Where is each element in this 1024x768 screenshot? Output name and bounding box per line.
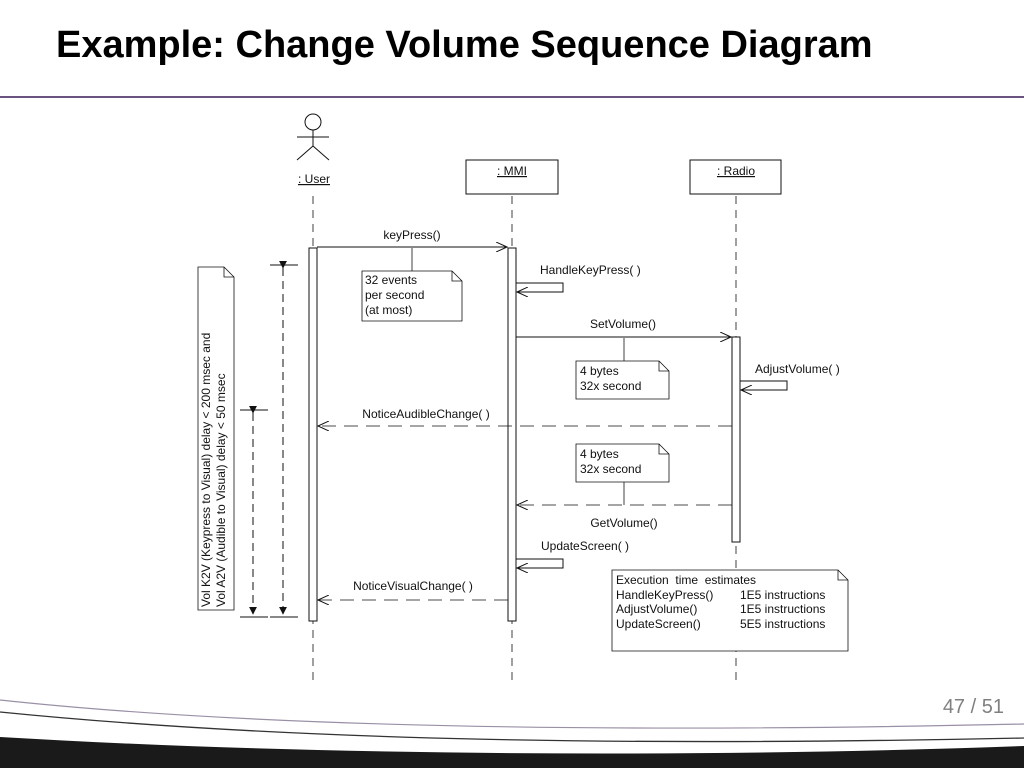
a2v-constraint (240, 405, 268, 618)
estimate-op: HandleKeyPress() (616, 588, 713, 602)
mmi-lifeline-label: : MMI (497, 164, 527, 178)
estimate-op: AdjustVolume() (616, 602, 697, 616)
k2v-constraint (270, 260, 298, 618)
delays-note-line: Vol A2V (Audible to Visual) delay < 50 m… (214, 373, 228, 607)
delays-note (197, 266, 235, 611)
events-note-line: (at most) (365, 303, 412, 317)
bytes-set-note-line: 4 bytes (580, 364, 619, 378)
notice-visual-change-label: NoticeVisualChange( ) (353, 579, 473, 593)
events-note-line: per second (365, 288, 424, 302)
bytes-get-note (575, 443, 670, 483)
user-lifeline-label: : User (298, 172, 330, 186)
events-note (361, 270, 463, 322)
estimates-note (611, 569, 849, 652)
radio-lifeline-label: : Radio (717, 164, 755, 178)
get-volume-label: GetVolume() (590, 516, 657, 530)
footer-swoosh (0, 699, 1024, 768)
events-note-line: 32 events (365, 273, 417, 287)
slide-title: Example: Change Volume Sequence Diagram (56, 24, 873, 66)
estimates-title: Execution time estimates (616, 573, 756, 587)
update-screen-arrow (516, 558, 564, 568)
mmi-lifeline-box (465, 159, 559, 195)
adjust-volume-label: AdjustVolume( ) (755, 362, 840, 376)
estimate-cost: 1E5 instructions (740, 602, 825, 616)
radio-lifeline-box (689, 159, 782, 195)
user-activation-bar (308, 247, 318, 622)
bytes-set-note (575, 360, 670, 400)
user-actor-icon (296, 113, 330, 161)
radio-activation-bar (731, 336, 741, 543)
estimate-op: UpdateScreen() (616, 617, 701, 631)
notice-audible-change-label: NoticeAudibleChange( ) (362, 407, 489, 421)
bytes-get-note-line: 32x second (580, 462, 641, 476)
page-number: 47 / 51 (943, 696, 1004, 719)
estimate-cost: 1E5 instructions (740, 588, 825, 602)
page-total: 51 (981, 696, 1004, 718)
set-volume-label: SetVolume() (590, 317, 656, 331)
key-press-label: keyPress() (383, 228, 440, 242)
estimate-cost: 5E5 instructions (740, 617, 825, 631)
mmi-activation-bar (507, 247, 517, 622)
delays-note-line: Vol K2V (Keypress to Visual) delay < 200… (199, 333, 213, 607)
handle-key-press-arrow (516, 282, 564, 292)
page-separator: / (970, 696, 977, 718)
bytes-set-note-line: 32x second (580, 379, 641, 393)
bytes-get-note-line: 4 bytes (580, 447, 619, 461)
page-current: 47 (942, 696, 966, 718)
update-screen-label: UpdateScreen( ) (541, 539, 629, 553)
handle-key-press-label: HandleKeyPress( ) (540, 263, 641, 277)
adjust-volume-arrow (740, 380, 788, 390)
